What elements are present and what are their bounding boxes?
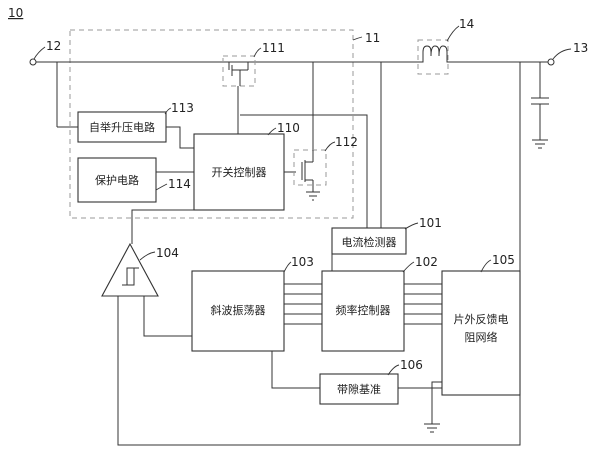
- sense-return-wire: [240, 114, 368, 228]
- inductor-ref: 14: [459, 17, 474, 31]
- comparator-icon: [101, 242, 159, 297]
- figure-number: 10: [8, 6, 23, 20]
- frequency-controller-leader: [402, 261, 415, 273]
- bootstrap-leader: [164, 107, 172, 115]
- bandgap-leader: [387, 364, 400, 376]
- oscillator-to-bandgap-wire: [271, 351, 320, 389]
- oscillator-to-comparator-wire: [143, 296, 192, 337]
- inductor-boundary: [417, 39, 449, 75]
- bandgap-block: [319, 373, 399, 405]
- input-terminal: [29, 58, 37, 66]
- upper-switch-leader: [253, 47, 262, 58]
- network-ground-icon: [424, 423, 440, 433]
- switch-controller-leader: [267, 127, 277, 136]
- input-terminal-leader: [33, 46, 46, 60]
- feedback-network-label-line2: 阻网络: [465, 330, 498, 344]
- ramp-oscillator-ref: 103: [291, 255, 314, 269]
- current-detector-leader: [404, 222, 419, 230]
- module-boundary-leader: [352, 36, 363, 41]
- current-detector-ref: 101: [419, 216, 442, 230]
- frequency-controller-label: 频率控制器: [336, 303, 391, 317]
- module-boundary-ref: 11: [365, 31, 380, 45]
- comparator-to-controller-wire: [131, 209, 194, 244]
- feedback-network-label-line1: 片外反馈电: [454, 313, 509, 326]
- comparator-ref: 104: [156, 246, 179, 260]
- frequency-controller-ref: 102: [415, 255, 438, 269]
- protection-ref: 114: [168, 177, 191, 191]
- output-ground-icon: [532, 139, 548, 149]
- protection-block: [77, 157, 157, 203]
- bandgap-ref: 106: [400, 358, 423, 372]
- bootstrap-block: [77, 111, 167, 143]
- current-detector-label: 电流检测器: [342, 235, 397, 249]
- bootstrap-label: 自举升压电路: [89, 120, 155, 134]
- ramp-oscillator-block: [191, 270, 285, 352]
- output-terminal: [547, 58, 555, 66]
- output-terminal-ref: 13: [573, 41, 588, 55]
- module-boundary: [69, 29, 354, 219]
- ramp-oscillator-leader: [283, 261, 292, 273]
- inductor-leader: [446, 25, 460, 42]
- upper-switch-icon: [228, 62, 249, 86]
- current-detector-block: [331, 227, 407, 255]
- bootstrap-ref: 113: [171, 101, 194, 115]
- network-ground-wire: [431, 381, 442, 424]
- inductor-icon: [418, 45, 448, 63]
- frequency-controller-block: [321, 270, 405, 352]
- upper-switch-boundary: [222, 55, 256, 87]
- comparator-leader: [139, 251, 156, 261]
- lower-switch-boundary: [293, 149, 327, 186]
- lower-switch-icon: [301, 150, 314, 192]
- feedback-network-ref: 105: [492, 253, 515, 267]
- switch-controller-ref: 110: [277, 121, 300, 135]
- upper-switch-ref: 111: [262, 41, 285, 55]
- protection-label: 保护电路: [95, 173, 139, 187]
- lower-switch-ground-icon: [306, 191, 320, 201]
- frequency-network-bus: [404, 283, 442, 325]
- feedback-network-leader: [480, 259, 492, 273]
- ramp-oscillator-label: 斜波振荡器: [211, 303, 266, 317]
- bootstrap-to-controller-wire: [166, 126, 194, 149]
- feedback-network-block: [441, 270, 521, 396]
- bandgap-label: 带隙基准: [337, 382, 381, 396]
- protection-leader: [155, 183, 168, 191]
- output-terminal-leader: [552, 48, 572, 60]
- oscillator-frequency-bus: [284, 283, 322, 325]
- lower-switch-ref: 112: [335, 135, 358, 149]
- comparator-hysteresis-icon: [122, 267, 139, 286]
- output-feedback-wire: [117, 62, 521, 446]
- input-terminal-ref: 12: [46, 39, 61, 53]
- switch-controller-label: 开关控制器: [212, 165, 267, 179]
- lower-switch-leader: [324, 141, 336, 152]
